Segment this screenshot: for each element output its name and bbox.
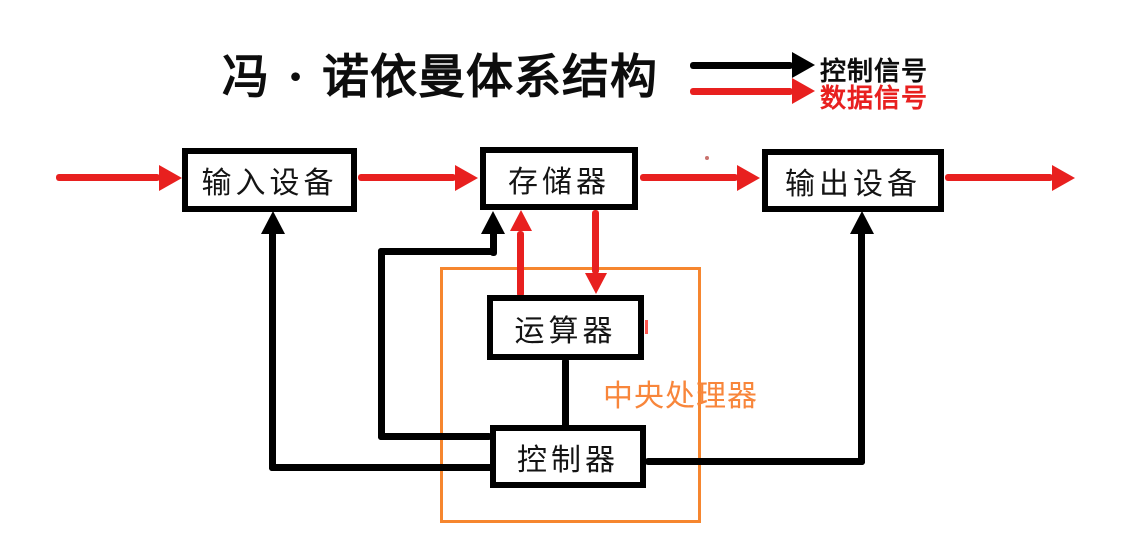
red-arrowhead-icon (585, 273, 607, 294)
line-segment (858, 230, 865, 465)
line-segment (56, 174, 160, 181)
red-arrowhead-icon (792, 78, 815, 104)
line-segment (645, 458, 865, 465)
black-arrowhead-icon (261, 211, 285, 234)
node-memory: 存储器 (480, 147, 638, 210)
legend-data-signal-label: 数据信号 (820, 84, 929, 114)
line-segment (640, 174, 738, 181)
node-alu: 运算器 (487, 295, 644, 360)
diagram-title: 冯 · 诺依曼体系结构 (221, 50, 659, 105)
line-segment (517, 231, 524, 297)
red-arrowhead-icon (455, 165, 478, 191)
legend-control-signal-label: 控制信号 (820, 57, 929, 87)
line-segment (378, 248, 497, 255)
black-arrowhead-icon (481, 211, 505, 234)
red-arrowhead-icon (159, 165, 182, 191)
red-arrowhead-icon (510, 210, 532, 231)
node-controller: 控制器 (490, 425, 646, 488)
node-input-device-label: 输入设备 (201, 166, 338, 201)
black-arrowhead-icon (792, 52, 815, 78)
line-segment (592, 210, 599, 274)
node-controller-label: 控制器 (517, 442, 619, 478)
node-memory-label: 存储器 (508, 164, 610, 200)
line-segment (358, 174, 456, 181)
line-segment (690, 88, 793, 95)
stray-red-dot (705, 156, 709, 160)
cpu-label: 中央处理器 (603, 379, 758, 414)
line-segment (690, 62, 793, 69)
line-segment (378, 433, 492, 440)
stray-red-tick (645, 320, 648, 334)
node-alu-label: 运算器 (514, 313, 617, 349)
line-segment (378, 248, 385, 440)
red-arrowhead-icon (1052, 165, 1075, 191)
cpu-boundary-box (440, 267, 701, 523)
line-segment (562, 358, 569, 428)
line-segment (945, 174, 1053, 181)
node-output-device-label: 输出设备 (785, 166, 921, 202)
line-segment (269, 230, 276, 471)
node-output-device: 输出设备 (762, 149, 944, 212)
red-arrowhead-icon (737, 165, 760, 191)
node-input-device: 输入设备 (182, 148, 357, 212)
black-arrowhead-icon (850, 211, 874, 234)
line-segment (269, 464, 494, 471)
line-segment (490, 230, 497, 256)
